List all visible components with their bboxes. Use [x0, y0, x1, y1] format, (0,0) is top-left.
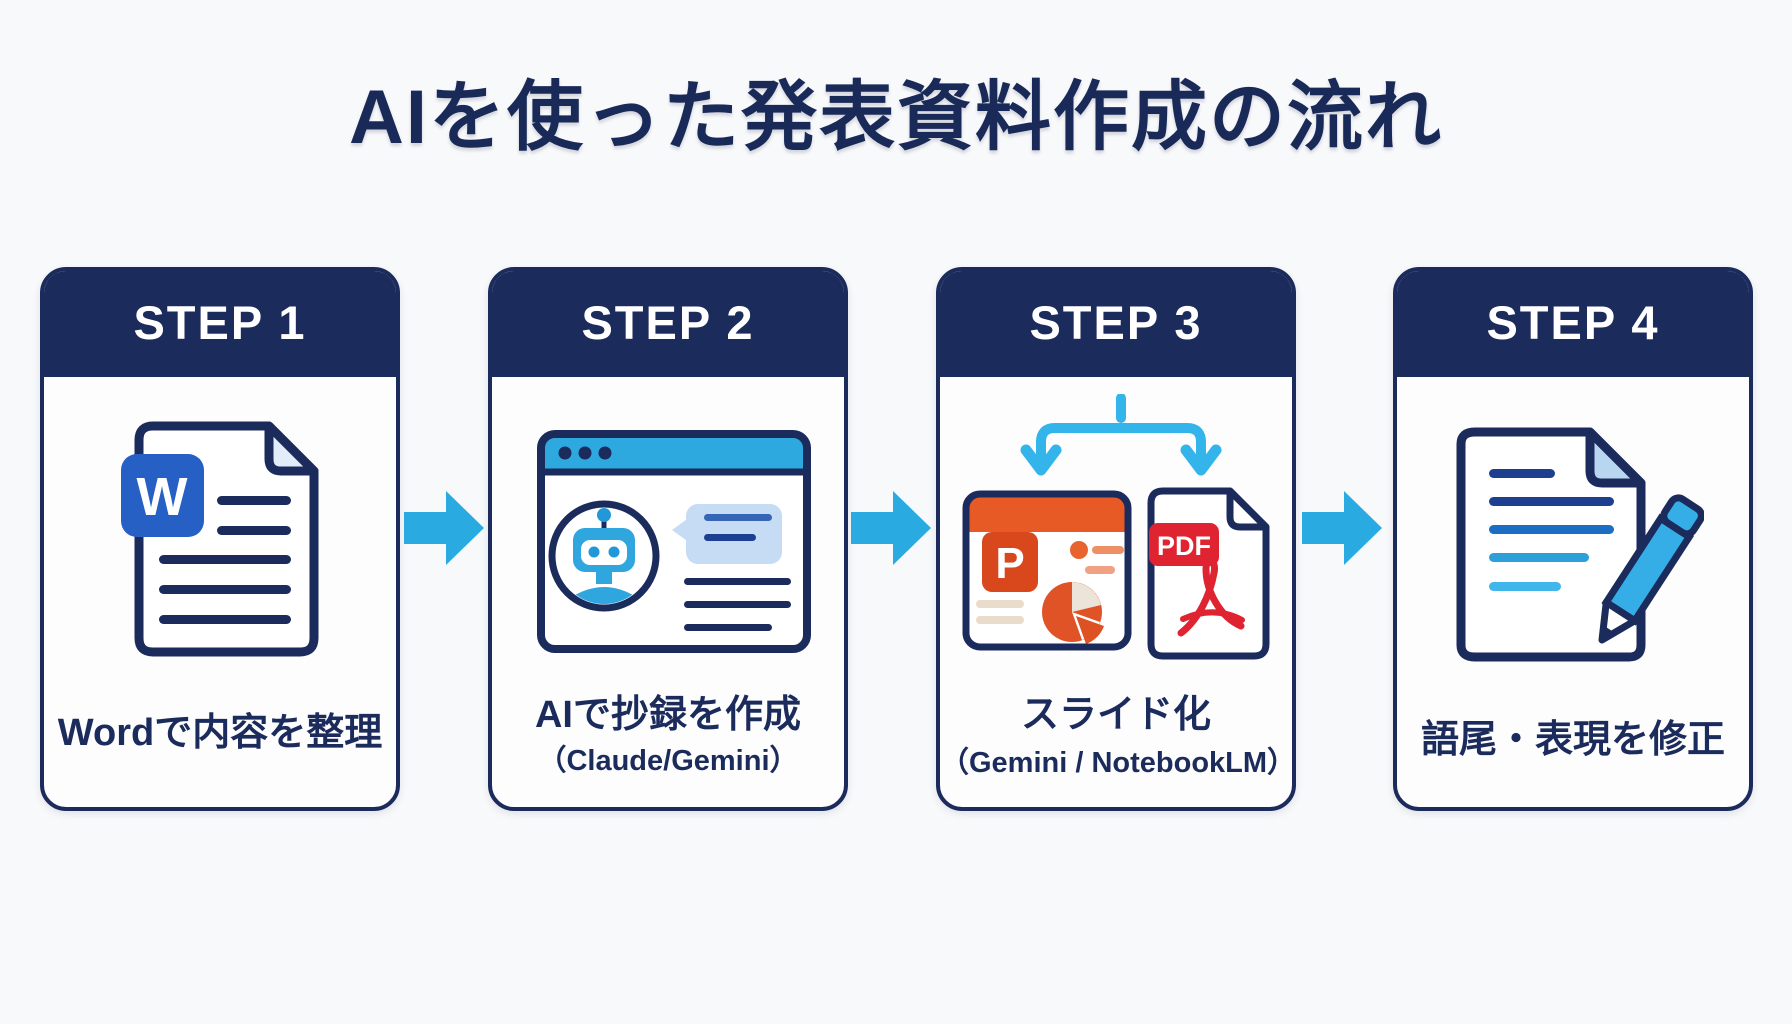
step-3-card: STEP 3 P PDF スライド化 （Gemini / NotebookLM）: [936, 267, 1296, 811]
flow-arrow-step2-to-step3: [851, 491, 931, 565]
step-4-header: STEP 4: [1397, 271, 1749, 377]
step-4-card: STEP 4 語尾・表現を修正: [1393, 267, 1753, 811]
step-3-header-label: STEP 3: [1029, 295, 1203, 349]
step-2-card: STEP 2 AIで抄録を作成 （Claude/Gemini）: [488, 267, 848, 811]
ai-chat-browser-icon: [537, 430, 811, 653]
chat-bubble-tail: [672, 517, 690, 543]
branch-connector-arrows: [1020, 394, 1222, 476]
step-2-header-label: STEP 2: [581, 295, 755, 349]
flow-arrow-step3-to-step4: [1302, 491, 1382, 565]
step-2-subcaption: （Claude/Gemini）: [537, 745, 799, 777]
down-arrowhead-left: [1020, 444, 1062, 476]
step-1-card: STEP 1 W Wordで内容を整理: [40, 267, 400, 811]
ppt-badge-letter: P: [995, 539, 1024, 588]
word-document-icon: W: [121, 421, 319, 657]
step-3-header: STEP 3: [940, 271, 1292, 377]
pdf-document-icon: PDF: [1147, 487, 1270, 660]
step-3-subcaption: （Gemini / NotebookLM）: [940, 747, 1296, 779]
powerpoint-slide-icon: P: [962, 490, 1132, 651]
step-4-header-label: STEP 4: [1486, 295, 1660, 349]
document-edit-pencil-icon: [1456, 427, 1704, 662]
step-2-caption: AIで抄録を作成: [534, 694, 801, 736]
step-4-caption: 語尾・表現を修正: [1420, 719, 1725, 761]
step-1-header: STEP 1: [44, 271, 396, 377]
word-badge-letter: W: [137, 467, 188, 527]
step-1-caption: Wordで内容を整理: [57, 712, 383, 754]
flow-arrow-step1-to-step2: [404, 491, 484, 565]
step-3-caption: スライド化: [1020, 694, 1211, 736]
step-2-header: STEP 2: [492, 271, 844, 377]
down-arrowhead-right: [1180, 444, 1222, 476]
pdf-badge-label: PDF: [1157, 531, 1211, 561]
step-1-header-label: STEP 1: [133, 295, 307, 349]
pdf-badge: [1149, 523, 1219, 566]
page-title: AIを使った発表資料作成の流れ: [349, 75, 1443, 160]
pencil-icon: [1598, 494, 1704, 644]
